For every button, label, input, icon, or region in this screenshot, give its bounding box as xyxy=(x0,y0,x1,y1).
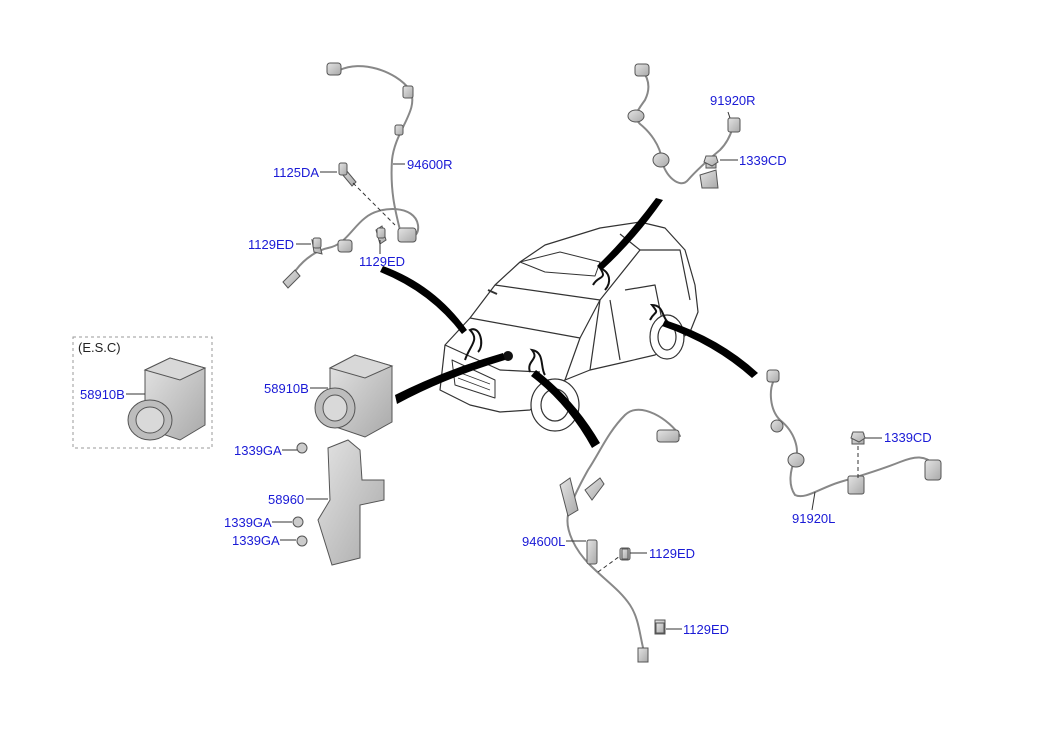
sensor-parts-rr xyxy=(627,63,741,189)
part-label-58910b-esc[interactable]: 58910B xyxy=(80,387,125,402)
part-label-94600r[interactable]: 94600R xyxy=(407,157,453,172)
part-label-1339ga-b[interactable]: 1339GA xyxy=(224,515,272,530)
callout-arrows xyxy=(380,198,758,448)
wheel-speed-sensor-rear-right xyxy=(635,69,735,185)
part-label-1129ed-b[interactable]: 1129ED xyxy=(359,254,406,269)
part-label-58910b[interactable]: 58910B xyxy=(264,381,309,396)
part-label-1129ed-a[interactable]: 1129ED xyxy=(248,237,295,252)
part-label-91920l[interactable]: 91920L xyxy=(792,511,836,526)
esc-variant-title: (E.S.C) xyxy=(78,340,121,355)
part-label-94600l[interactable]: 94600L xyxy=(522,534,566,549)
part-label-1129ed-d[interactable]: 1129ED xyxy=(683,622,730,637)
vehicle-illustration xyxy=(439,221,699,432)
car-sensor-locations xyxy=(464,265,669,376)
label-leaders xyxy=(126,111,882,630)
part-label-91920r[interactable]: 91920R xyxy=(710,93,756,108)
esc-variant-box xyxy=(72,336,213,449)
sensor-parts-rl xyxy=(766,369,942,495)
abs-module-esc xyxy=(127,357,207,441)
fasteners xyxy=(312,155,866,634)
abs-module xyxy=(314,354,394,438)
wheel-speed-sensor-rear-left xyxy=(769,377,936,498)
abs-bracket xyxy=(292,439,385,566)
dashed-leader-fl xyxy=(597,555,621,573)
part-label-1339ga-a[interactable]: 1339GA xyxy=(234,443,282,458)
part-label-1339cd-b[interactable]: 1339CD xyxy=(884,430,932,445)
part-label-1339cd-a[interactable]: 1339CD xyxy=(739,153,787,168)
part-label-1129ed-c[interactable]: 1129ED xyxy=(649,546,696,561)
wheel-speed-sensor-front-left xyxy=(566,408,681,656)
part-label-1125da[interactable]: 1125DA xyxy=(273,165,320,180)
part-label-1339ga-c[interactable]: 1339GA xyxy=(232,533,280,548)
dashed-leader-fr xyxy=(352,182,396,226)
part-label-58960[interactable]: 58960 xyxy=(268,492,305,507)
